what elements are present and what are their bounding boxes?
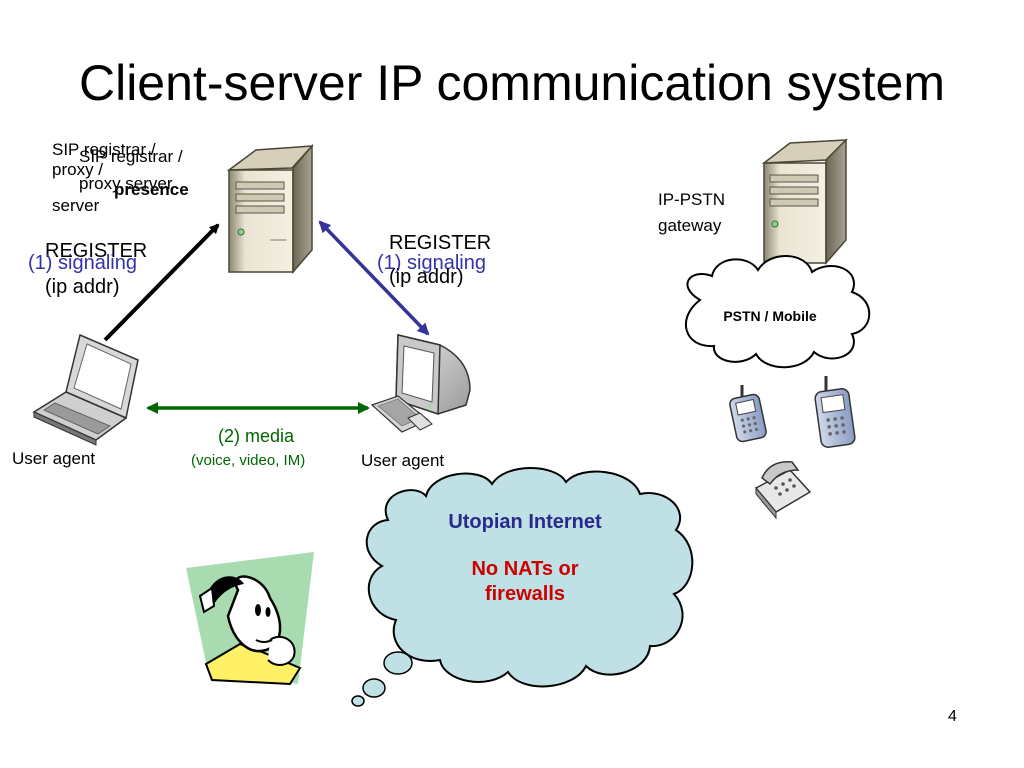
thought-bubble-dot-3 — [351, 695, 365, 707]
slide-title: Client-server IP communication system — [78, 55, 945, 111]
server-label-back-line2: proxy / — [52, 160, 104, 179]
thought-bubble-line1: Utopian Internet — [448, 511, 602, 533]
server-label-presence: presence — [114, 180, 189, 199]
thought-bubble-dot-1 — [383, 651, 413, 675]
server-label-front-line2: proxy server — [79, 174, 173, 193]
page-number: 4 — [948, 708, 957, 725]
thought-bubble-text: Utopian Internet No NATs or firewalls — [410, 510, 640, 607]
mobile-phone-icon-2 — [814, 376, 856, 448]
server-label-front-line1: SIP registrar / — [79, 147, 183, 166]
user-agent-left-label: User agent — [12, 449, 96, 468]
left-register-label: REGISTER — [45, 240, 148, 262]
left-signaling-label: (1) signaling — [28, 252, 137, 274]
media-label: (2) media — [218, 426, 295, 446]
gateway-label-line1: IP-PSTN — [658, 190, 726, 209]
thought-bubble-line3: firewalls — [484, 583, 566, 605]
thought-bubble-dot-2 — [362, 678, 386, 698]
gateway-server-icon — [761, 138, 848, 266]
left-ip-addr-label: (ip addr) — [45, 276, 120, 298]
user-agent-right-label: User agent — [361, 451, 445, 470]
sip-server-icon — [226, 143, 314, 275]
laptop-icon — [32, 333, 139, 446]
right-register-label: REGISTER — [389, 232, 492, 254]
pstn-cloud-shape — [684, 255, 871, 369]
right-signaling-label: (1) signaling — [377, 252, 486, 274]
gateway-label-line2: gateway — [658, 216, 722, 235]
desktop-computer-icon — [370, 334, 471, 433]
server-label-back-line3: server — [52, 196, 100, 215]
thought-bubble-line2: No NATs or — [471, 558, 579, 580]
media-sublabel: (voice, video, IM) — [191, 452, 306, 469]
pstn-cloud-label: PSTN / Mobile — [723, 308, 817, 324]
register-arrow-right — [318, 220, 430, 336]
landline-phone-icon — [754, 461, 812, 520]
thought-bubble-shape — [365, 467, 694, 688]
mobile-phone-icon-1 — [729, 385, 767, 443]
server-label-back-line1: SIP registrar / — [52, 140, 156, 159]
register-arrow-left — [103, 223, 220, 342]
thinking-man-icon — [186, 552, 314, 686]
right-ip-addr-label: (ip addr) — [389, 266, 464, 288]
